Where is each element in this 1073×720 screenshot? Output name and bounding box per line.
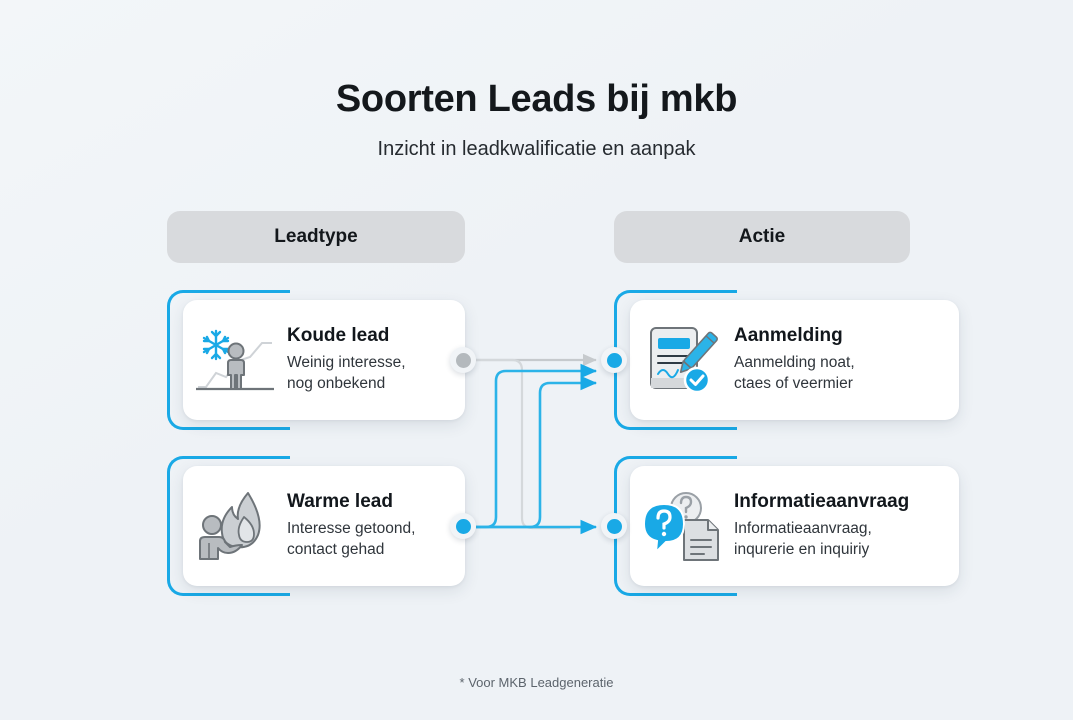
- connector-dot-informatieaanvraag[interactable]: [601, 513, 627, 539]
- dot-core: [606, 518, 622, 534]
- connector-dot-aanmelding[interactable]: [601, 347, 627, 373]
- card-body: Warme lead Interesse getoond, contact ge…: [183, 466, 465, 586]
- card-body: Informatieaanvraag Informatieaanvraag, i…: [630, 466, 959, 586]
- dot-core: [455, 518, 471, 534]
- document-pencil-check-icon: [630, 300, 734, 420]
- question-bubble-document-icon: [630, 466, 734, 586]
- card-informatieaanvraag[interactable]: Informatieaanvraag Informatieaanvraag, i…: [614, 456, 959, 596]
- page-title: Soorten Leads bij mkb: [335, 78, 738, 120]
- card-text: Koude lead Weinig interesse, nog onbeken…: [287, 325, 420, 395]
- column-header-leadtype: Leadtype: [167, 211, 465, 263]
- card-text: Informatieaanvraag Informatieaanvraag, i…: [734, 491, 923, 561]
- card-accent-bracket: [167, 456, 290, 596]
- card-aanmelding[interactable]: Aanmelding Aanmelding noat, ctaes of vee…: [614, 290, 959, 430]
- page-subtitle: Inzicht in leadkwalificatie en aanpak: [377, 138, 696, 160]
- card-description: Aanmelding noat, ctaes of veermier: [734, 354, 855, 392]
- connector-dot-warme-lead[interactable]: [450, 513, 476, 539]
- card-body: Aanmelding Aanmelding noat, ctaes of vee…: [630, 300, 959, 420]
- card-description: Informatieaanvraag, inqurerie en inquiri…: [734, 520, 872, 558]
- card-accent-bracket: [167, 290, 290, 430]
- snowflake-person-icon: [183, 300, 287, 420]
- dot-core: [606, 352, 622, 368]
- card-text: Warme lead Interesse getoond, contact ge…: [287, 491, 429, 561]
- card-description: Interesse getoond, contact gehad: [287, 520, 416, 558]
- card-text: Aanmelding Aanmelding noat, ctaes of vee…: [734, 325, 869, 395]
- footnote: * Voor MKB Leadgeneratie: [459, 675, 614, 690]
- card-title: Koude lead: [287, 325, 390, 347]
- flame-person-icon: [183, 466, 287, 586]
- card-description: Weinig interesse, nog onbekend: [287, 354, 406, 392]
- card-body: Koude lead Weinig interesse, nog onbeken…: [183, 300, 465, 420]
- dot-core: [455, 352, 471, 368]
- card-warme-lead[interactable]: Warme lead Interesse getoond, contact ge…: [167, 456, 465, 596]
- card-title: Informatieaanvraag: [734, 491, 910, 513]
- card-title: Warme lead: [287, 491, 393, 513]
- column-header-actie: Actie: [614, 211, 910, 263]
- card-title: Aanmelding: [734, 325, 843, 347]
- card-koude-lead[interactable]: Koude lead Weinig interesse, nog onbeken…: [167, 290, 465, 430]
- connector-dot-koude-lead[interactable]: [450, 347, 476, 373]
